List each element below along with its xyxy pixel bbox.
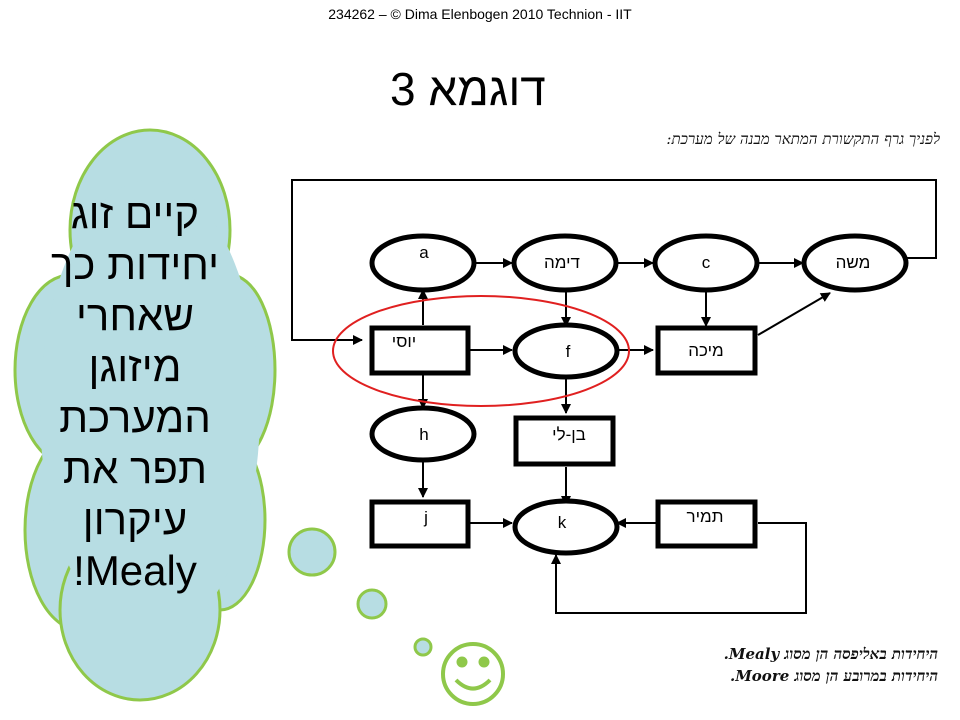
label-a: a — [419, 243, 429, 262]
edge-tamir-k-loop — [551, 522, 807, 614]
cloud-line: מיזוגן — [88, 343, 182, 390]
node-yossi — [369, 325, 471, 376]
smiley-icon — [441, 642, 505, 706]
cloud-line: המערכת — [59, 394, 211, 441]
slide-title: דוגמא 3 — [390, 63, 546, 115]
label-dima: דימה — [544, 253, 580, 272]
label-j: j — [423, 508, 428, 527]
node-c — [652, 233, 760, 293]
node-j — [369, 499, 471, 549]
node-k — [512, 498, 620, 556]
node-benli — [513, 415, 616, 467]
thought-bubble-medium — [356, 588, 388, 620]
thought-bubble-large — [287, 527, 337, 577]
cloud-line: תפר את — [62, 445, 208, 492]
note-moore: היחידות במרובע הן מסוג Moore. — [729, 667, 938, 685]
cloud-line: שאחרי — [75, 292, 195, 339]
node-f — [512, 322, 620, 380]
node-dima — [511, 233, 619, 293]
label-h: h — [419, 425, 428, 444]
label-benli: בן-לי — [552, 425, 586, 444]
label-c: c — [702, 253, 711, 272]
label-yossi: יוסי — [392, 332, 416, 351]
node-micha — [655, 325, 758, 376]
label-k: k — [558, 513, 567, 532]
thought-cloud — [13, 128, 277, 702]
thought-bubble-small — [413, 637, 433, 657]
edge-moshe-loop — [291, 179, 937, 345]
copyright-header: 234262 – © Dima Elenbogen 2010 Technion … — [328, 6, 632, 22]
node-h — [369, 405, 477, 463]
label-micha: מיכה — [688, 341, 723, 360]
node-tamir — [655, 499, 758, 549]
label-tamir: תמיר — [687, 507, 724, 526]
edge-micha-moshe — [757, 292, 831, 336]
highlight-ellipse — [332, 295, 630, 407]
cloud-text: קיים זוג יחידות כך שאחרי מיזוגן המערכת ת… — [30, 188, 240, 596]
label-moshe: משה — [836, 253, 871, 272]
cloud-line: קיים זוג — [70, 190, 200, 237]
node-moshe — [801, 233, 909, 293]
label-f: f — [566, 342, 571, 361]
cloud-line: Mealy! — [73, 547, 197, 594]
note-mealy: היחידות באליפסה הן מסוג Mealy. — [723, 645, 938, 663]
diagram-caption: לפניך גרף התקשורת המתאר מבנה של מערכת: — [666, 130, 940, 148]
cloud-line: יחידות כך — [51, 241, 219, 288]
cloud-line: עיקרון — [82, 496, 188, 543]
node-a — [369, 233, 477, 293]
